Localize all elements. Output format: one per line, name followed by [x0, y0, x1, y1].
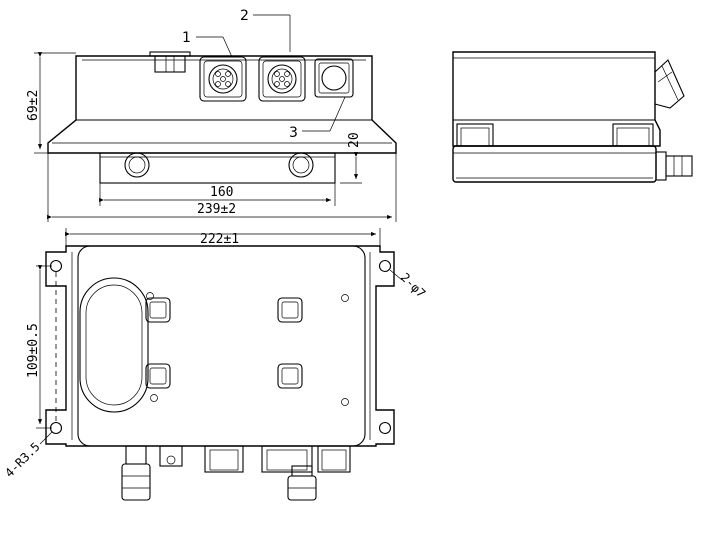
side-view: [452, 51, 693, 183]
front-view: 1 2 3 69±2 20 160 239±2: [26, 8, 397, 222]
dim-spacing-109: 109±0.5: [26, 323, 41, 378]
connector-1: [199, 56, 247, 102]
dim-width-239: 239±2: [197, 202, 236, 217]
callout-1: 1: [182, 30, 191, 46]
connector-3: [314, 58, 354, 98]
dim-radius-4r35: 4-R3.5: [2, 440, 43, 481]
dim-height-69: 69±2: [26, 90, 41, 121]
dim-hole-2phi7: 2-φ7: [398, 270, 428, 300]
callout-2: 2: [240, 8, 249, 24]
dim-width-222: 222±1: [200, 232, 239, 247]
callout-3: 3: [289, 125, 298, 141]
top-view: 222±1 109±0.5 2-φ7 4-R3.5: [2, 228, 428, 501]
dim-height-20: 20: [347, 132, 362, 148]
connector-2: [258, 56, 306, 102]
dim-width-160: 160: [210, 185, 233, 200]
